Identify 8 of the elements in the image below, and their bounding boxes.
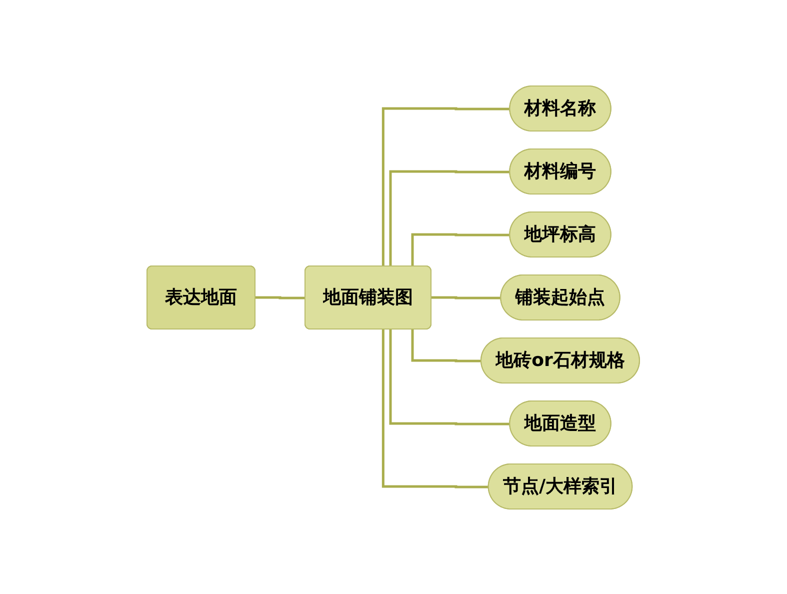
connector: [382, 106, 510, 266]
connector: [430, 296, 502, 299]
connector: [390, 329, 510, 425]
connector: [382, 329, 490, 488]
connector: [390, 170, 510, 266]
connector: [412, 329, 482, 362]
connector: [254, 296, 306, 299]
connector: [412, 232, 510, 266]
